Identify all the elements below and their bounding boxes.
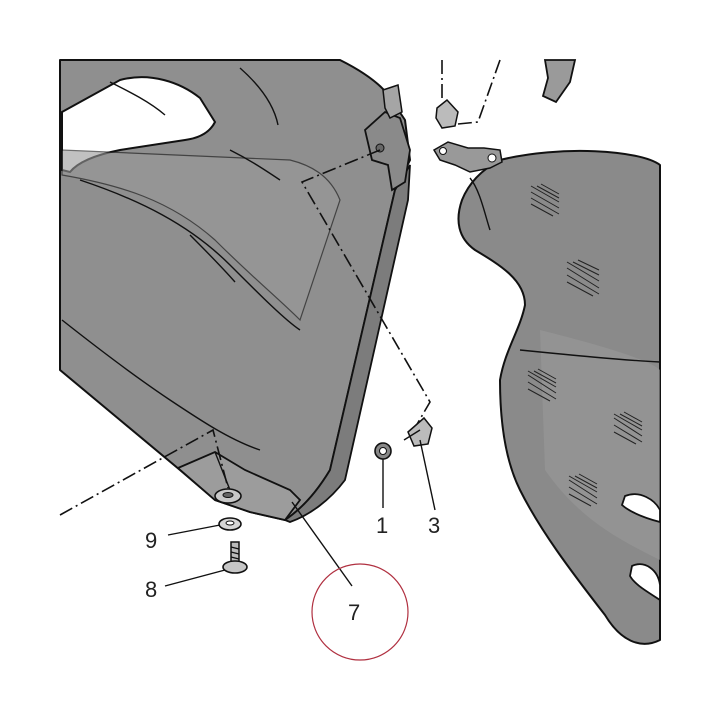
assembly-lines — [59, 59, 501, 516]
callout-1: 1 — [376, 513, 388, 538]
texture-pads — [527, 183, 643, 507]
panel-lower-lip — [176, 450, 302, 522]
callout-3: 3 — [428, 513, 440, 538]
part-grommet-on-panel — [214, 488, 242, 504]
callout-7: 7 — [348, 600, 360, 625]
panel-inner-band — [61, 149, 341, 322]
callout-leaders — [164, 439, 436, 587]
panel-edge-flange — [283, 164, 411, 523]
top-clip-assembly — [432, 98, 503, 173]
callout-9: 9 — [145, 528, 157, 553]
upper-right-strip — [541, 59, 577, 104]
part-clip — [403, 416, 433, 447]
part-screw — [222, 541, 248, 574]
right-fairing-panel — [457, 149, 661, 645]
part-washer — [218, 517, 242, 531]
callout-highlight-circle — [311, 563, 409, 661]
left-fairing-panel — [59, 59, 411, 523]
callout-8: 8 — [145, 577, 157, 602]
part-nut — [374, 442, 392, 460]
